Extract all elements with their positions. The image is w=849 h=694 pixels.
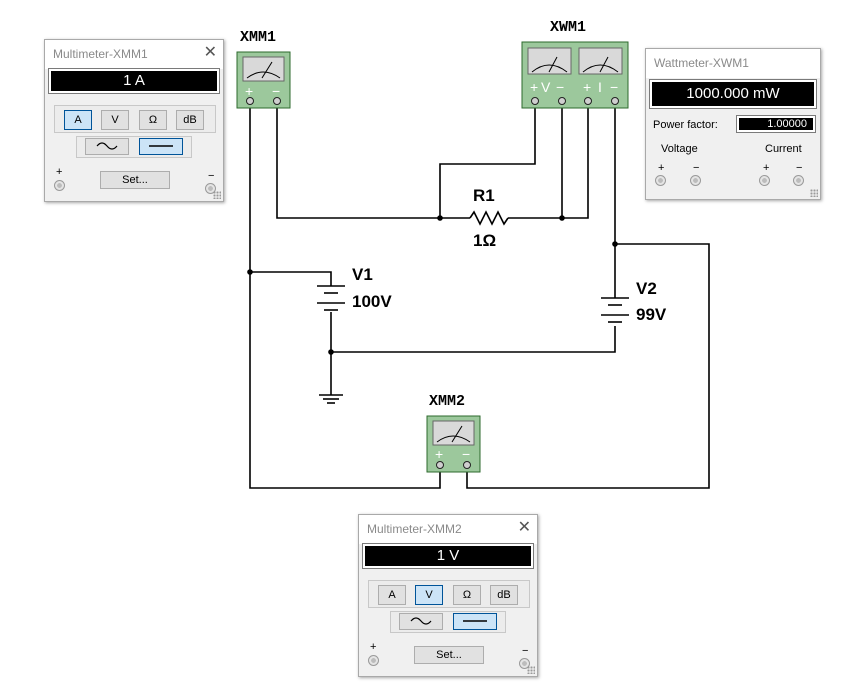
r1-name: R1 — [473, 186, 495, 205]
wires — [249, 106, 710, 489]
svg-text:+: + — [435, 446, 443, 462]
svg-text:V: V — [541, 79, 551, 95]
set-button[interactable]: Set... — [100, 171, 170, 189]
mode-button-volts[interactable]: V — [415, 585, 443, 605]
resize-grip[interactable] — [810, 189, 818, 197]
multimeter-xmm1-symbol[interactable]: XMM1 + − — [236, 29, 291, 109]
window-title: Multimeter-XMM1 — [53, 47, 148, 61]
mode-button-db[interactable]: dB — [176, 110, 204, 130]
mode-button-db[interactable]: dB — [490, 585, 518, 605]
wattmeter-xwm1-window[interactable]: Wattmeter-XWM1 1000.000 mW Power factor:… — [645, 48, 821, 200]
mode-button-ohms[interactable]: Ω — [139, 110, 167, 130]
svg-text:−: − — [462, 446, 470, 462]
current-minus-label: − — [796, 162, 803, 174]
svg-text:+: + — [583, 79, 591, 95]
resize-grip[interactable] — [527, 666, 535, 674]
multimeter-xmm2-symbol[interactable]: XMM2 + − — [426, 393, 481, 473]
minus-terminal[interactable] — [519, 658, 530, 669]
close-icon[interactable]: ✕ — [203, 44, 217, 61]
wattmeter-xwm1-symbol[interactable]: XWM1 + V − + I − — [521, 19, 629, 109]
window-title: Multimeter-XMM2 — [367, 522, 462, 536]
voltage-plus-label: + — [658, 162, 665, 174]
v2-value: 99V — [636, 305, 667, 324]
v2-name: V2 — [636, 279, 657, 298]
v1-value: 100V — [352, 292, 392, 311]
close-icon[interactable]: ✕ — [517, 519, 531, 536]
mode-button-amps[interactable]: A — [64, 110, 92, 130]
r1-value: 1Ω — [473, 231, 496, 250]
power-factor-label: Power factor: — [653, 119, 718, 131]
ac-wave-icon — [96, 142, 118, 150]
window-title: Wattmeter-XWM1 — [654, 56, 749, 70]
plus-terminal-label: + — [56, 166, 63, 178]
ac-wave-icon — [410, 617, 432, 625]
multimeter-xmm2-window[interactable]: Multimeter-XMM2 ✕ 1 V A V Ω dB + Set... … — [358, 514, 538, 677]
svg-text:−: − — [272, 83, 280, 99]
multimeter-xmm1-window[interactable]: Multimeter-XMM1 ✕ 1 A A V Ω dB + Set... … — [44, 39, 224, 202]
power-reading-display: 1000.000 mW — [649, 79, 817, 109]
junctions — [247, 215, 618, 355]
ac-mode-button[interactable] — [85, 138, 129, 155]
xwm1-label: XWM1 — [550, 19, 586, 36]
battery-v2[interactable]: V2 99V — [601, 279, 667, 324]
dc-line-icon — [463, 620, 487, 622]
voltage-label: Voltage — [661, 143, 698, 155]
resistor-r1[interactable]: R1 1Ω — [469, 186, 509, 250]
plus-terminal[interactable] — [54, 180, 65, 191]
voltage-minus-terminal[interactable] — [690, 175, 701, 186]
minus-terminal-label: − — [208, 170, 215, 182]
v1-name: V1 — [352, 265, 373, 284]
current-plus-label: + — [763, 162, 770, 174]
ac-mode-button[interactable] — [399, 613, 443, 630]
dc-line-icon — [149, 145, 173, 147]
xmm2-label: XMM2 — [429, 393, 465, 410]
current-minus-terminal[interactable] — [793, 175, 804, 186]
svg-text:+: + — [530, 79, 538, 95]
ground-symbol — [319, 394, 343, 404]
window-titlebar[interactable]: Multimeter-XMM1 ✕ — [45, 40, 223, 69]
window-titlebar[interactable]: Wattmeter-XWM1 — [646, 49, 820, 78]
battery-v1[interactable]: V1 100V — [317, 265, 392, 311]
dc-mode-button[interactable] — [139, 138, 183, 155]
reading-display: 1 A — [48, 68, 220, 94]
voltage-plus-terminal[interactable] — [655, 175, 666, 186]
current-label: Current — [765, 143, 802, 155]
dc-mode-button[interactable] — [453, 613, 497, 630]
set-button[interactable]: Set... — [414, 646, 484, 664]
svg-text:I: I — [598, 79, 602, 95]
plus-terminal[interactable] — [368, 655, 379, 666]
plus-terminal-label: + — [370, 641, 377, 653]
svg-text:+: + — [245, 83, 253, 99]
mode-button-volts[interactable]: V — [101, 110, 129, 130]
voltage-minus-label: − — [693, 162, 700, 174]
svg-text:−: − — [556, 79, 564, 95]
minus-terminal-label: − — [522, 645, 529, 657]
power-factor-display: 1.00000 — [736, 115, 816, 133]
current-plus-terminal[interactable] — [759, 175, 770, 186]
mode-button-ohms[interactable]: Ω — [453, 585, 481, 605]
resize-grip[interactable] — [213, 191, 221, 199]
minus-terminal[interactable] — [205, 183, 216, 194]
mode-button-amps[interactable]: A — [378, 585, 406, 605]
window-titlebar[interactable]: Multimeter-XMM2 ✕ — [359, 515, 537, 544]
svg-text:−: − — [610, 79, 618, 95]
xmm1-label: XMM1 — [240, 29, 276, 46]
reading-display: 1 V — [362, 543, 534, 569]
